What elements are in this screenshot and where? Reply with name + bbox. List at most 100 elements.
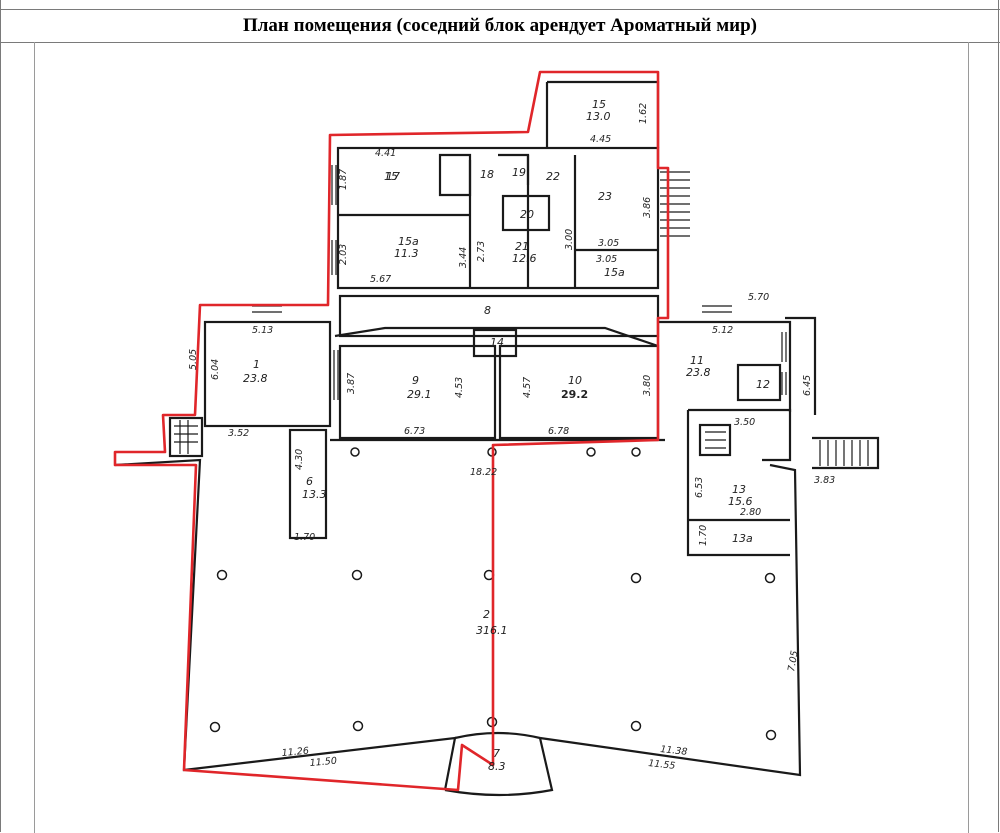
room-number: 1 — [253, 358, 260, 371]
dimension: 5.67 — [370, 274, 391, 285]
stairs-left — [174, 420, 198, 454]
column — [630, 572, 642, 584]
room-number: 14 — [490, 336, 504, 349]
room-number: 10 — [568, 374, 582, 387]
rented-area-outline — [113, 70, 670, 792]
window-12 — [781, 372, 787, 395]
room-area: 29.1 — [407, 388, 432, 401]
dimension: 6.53 — [694, 477, 705, 498]
wall-hall-left — [114, 458, 457, 791]
room-number: 15a — [604, 266, 625, 279]
wall-corridor-8 — [338, 294, 660, 338]
room-area: 23.8 — [686, 366, 711, 379]
room-number: 22 — [546, 170, 560, 183]
dimension: 1.62 — [638, 103, 649, 124]
column — [350, 447, 360, 457]
room-number: 19 — [512, 166, 526, 179]
dimension: 6.04 — [210, 359, 221, 380]
dimension: 3.83 — [814, 475, 835, 486]
room-area: 23.8 — [243, 372, 268, 385]
window-11 — [781, 332, 787, 362]
wall-room-11 — [658, 320, 792, 412]
wall-upper-block — [336, 146, 660, 290]
dimension: 3.87 — [346, 373, 357, 394]
dimension: 3.00 — [564, 229, 575, 250]
column — [764, 572, 776, 584]
dimension-labels: 4.41 1.87 2.03 5.67 3.44 2.73 3.00 3.05 … — [188, 103, 835, 772]
dimension: 11.38 — [660, 744, 688, 758]
room-number: 17 — [386, 170, 400, 183]
wall-wc-16 — [438, 153, 472, 197]
room-area: 13.3 — [302, 488, 327, 501]
room-area: 13.0 — [586, 110, 611, 123]
room-area: 11.3 — [394, 247, 419, 260]
dimension: 4.57 — [522, 377, 533, 398]
room-number: 15 — [384, 170, 398, 183]
stairs-right-lower — [819, 440, 869, 466]
dimension: 3.05 — [596, 254, 617, 265]
window-15a — [331, 240, 337, 275]
dimension: 3.44 — [458, 247, 469, 268]
dimension: 2.80 — [740, 507, 761, 518]
stair-right-block — [812, 436, 880, 470]
column — [630, 720, 642, 732]
room-number: 18 — [480, 168, 494, 181]
wall-room-12 — [736, 363, 782, 402]
room-area: 316.1 — [476, 624, 508, 637]
dimension: 6.78 — [548, 426, 569, 437]
wall-room-13 — [686, 410, 790, 557]
column — [586, 447, 596, 457]
wall-hall-right — [539, 463, 802, 777]
dimension: 4.45 — [590, 134, 611, 145]
wall-stair-13 — [698, 423, 732, 457]
dimension: 4.30 — [294, 449, 305, 470]
dimension: 3.05 — [598, 238, 619, 249]
room-number: 6 — [306, 475, 313, 488]
wall-room-14 — [472, 328, 518, 358]
wall-room-1 — [203, 320, 332, 428]
room-area: 29.2 — [561, 388, 588, 401]
room-area: 15.6 — [728, 495, 753, 508]
wall-entrance — [444, 737, 554, 797]
vent-left — [252, 305, 282, 313]
stairs-right-upper — [660, 171, 690, 237]
dimension: 1.70 — [294, 532, 315, 543]
room-number: 9 — [412, 374, 419, 387]
dimension: 2.03 — [338, 244, 349, 265]
wall-entrance-arc — [454, 731, 541, 740]
room-number: 2 — [483, 608, 490, 621]
column — [216, 569, 228, 581]
room-number: 23 — [598, 190, 612, 203]
wall-arch — [334, 326, 659, 348]
room-number: 12 — [756, 378, 770, 391]
stair-left-block — [168, 416, 204, 458]
page-title: План помещения (соседний блок арендует А… — [242, 15, 758, 36]
dimension: 5.13 — [252, 325, 273, 336]
column — [352, 720, 364, 732]
column — [631, 447, 641, 457]
dimension: 3.52 — [228, 428, 249, 439]
dimension: 11.26 — [281, 746, 309, 759]
room-number: 13a — [732, 532, 753, 545]
dimension: 3.50 — [734, 417, 755, 428]
room-number: 21 — [515, 240, 529, 253]
column — [351, 569, 363, 581]
wall-room-17 — [498, 153, 530, 185]
room-number: 15 — [592, 98, 606, 111]
wall-room-13-top — [688, 408, 792, 462]
column — [209, 721, 221, 733]
wall-room-9 — [338, 344, 497, 440]
room-number: 15a — [398, 235, 419, 248]
dimension: 3.86 — [642, 197, 653, 218]
room-area: 12.6 — [512, 252, 537, 265]
dimension: 1.87 — [338, 169, 349, 190]
stair-hatching — [174, 165, 869, 466]
stairs-room-13 — [705, 431, 726, 449]
room-number: 20 — [520, 208, 534, 221]
dimension: 7.05 — [786, 650, 801, 673]
window-15 — [331, 165, 337, 205]
room-number: 13 — [732, 483, 746, 496]
dimension: 1.70 — [698, 525, 709, 546]
